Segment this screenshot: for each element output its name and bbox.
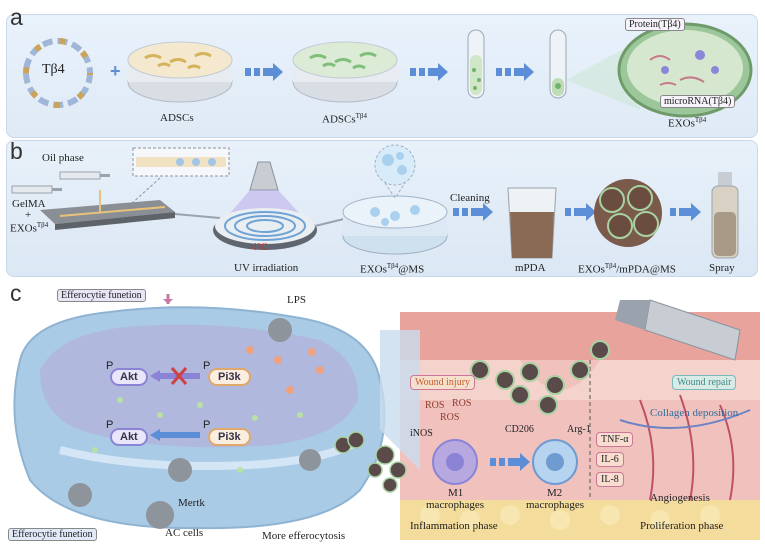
spray-bottle-icon — [711, 172, 739, 259]
tube-1 — [467, 29, 485, 99]
m1-macrophage — [432, 439, 478, 485]
pi3k-top: Pi3k — [208, 368, 251, 386]
label-exos-tb4-b: EXOsTβ4 — [10, 221, 49, 235]
label-cleaning: Cleaning — [450, 192, 490, 204]
label-ros-2: ROS — [452, 398, 472, 409]
label-p-akt-top: P — [106, 360, 114, 372]
dish-adscs-tb4 — [292, 41, 398, 103]
microfluidic-chip — [40, 190, 175, 230]
label-spray: Spray — [709, 262, 735, 274]
pi3k-bottom: Pi3k — [208, 428, 251, 446]
label-proliferation-phase: Proliferation phase — [640, 520, 724, 532]
label-m2: M2 — [547, 487, 563, 499]
cytokine-il8: IL-8 — [596, 472, 624, 487]
arrow-b2 — [565, 203, 596, 221]
label-lps: LPS — [287, 294, 306, 306]
arrow-pi3k-akt-bottom — [150, 429, 200, 441]
label-p-pi3k-bottom: P — [203, 419, 211, 431]
free-particles — [334, 431, 407, 493]
tube-2 — [549, 29, 567, 99]
label-wound-repair: Wound repair — [672, 375, 737, 390]
lps-particles — [246, 346, 324, 394]
channel-zoom — [129, 147, 230, 206]
label-collagen: Collagen deposition — [650, 407, 739, 419]
label-wound-injury: Wound injury — [410, 375, 476, 390]
cytokine-tnf: TNF-α — [596, 432, 634, 447]
plasmid-icon — [23, 38, 93, 108]
label-adscs: ADSCs — [160, 112, 194, 124]
label-mpda: mPDA — [515, 262, 546, 274]
label-ac-cells: AC cells — [165, 527, 204, 539]
dish-exos-ms — [342, 144, 448, 255]
label-m1: M1 — [448, 487, 464, 499]
cytokine-il6: IL-6 — [596, 452, 624, 467]
callout-protein: Protein(Tβ4) — [625, 18, 685, 31]
plus-sign: + — [110, 61, 121, 81]
label-exos-mpda-ms: EXOsTβ4/mPDA@MS — [578, 262, 676, 276]
sphere-cluster — [594, 179, 662, 247]
syringe-oil — [59, 171, 110, 180]
label-uv-irradiation: UV irradiation — [234, 262, 299, 274]
arrow-b3 — [670, 203, 701, 221]
dish-adscs — [127, 41, 233, 103]
arrow-zoom — [380, 330, 420, 470]
block-mark — [170, 367, 188, 385]
arrow-a3 — [496, 63, 534, 81]
arrow-a2 — [410, 63, 448, 81]
label-m1-macrophages: macrophages — [426, 499, 485, 511]
label-efferocytosis-bottom: Efferocytie funetion — [8, 528, 97, 541]
beaker-mpda — [507, 187, 557, 259]
akt-bottom: Akt — [110, 428, 148, 446]
label-inos: iNOS — [410, 428, 433, 439]
panel-a-letter: a — [10, 4, 23, 30]
label-m2-macrophages: macrophages — [526, 499, 585, 511]
plasmid-label: Tβ4 — [42, 62, 65, 77]
ac-cells — [68, 318, 321, 529]
panel-b-letter: b — [10, 138, 23, 164]
syringe-gelma — [11, 185, 62, 194]
exosome-large — [617, 22, 753, 118]
arrow-m1-m2 — [490, 453, 530, 471]
arrow-cleaning — [453, 203, 493, 221]
label-gelma: GelMA — [12, 198, 46, 210]
label-p-akt-bottom: P — [106, 419, 114, 431]
exosome-dots — [92, 397, 303, 473]
label-cd206: CD206 — [505, 424, 534, 435]
uv-plate — [213, 161, 317, 250]
label-oil-phase: Oil phase — [42, 152, 84, 164]
label-ros-3: ROS — [440, 412, 460, 423]
callout-microrna: microRNA(Tβ4) — [660, 95, 736, 108]
label-ros-1: ROS — [425, 400, 445, 411]
label-p-pi3k-top: P — [203, 360, 211, 372]
arrow-a1 — [245, 63, 283, 81]
label-mertk: Mertk — [178, 497, 205, 509]
label-temperature: 4°C — [252, 242, 268, 253]
panel-c-letter: c — [10, 280, 22, 306]
label-plus: + — [25, 209, 32, 221]
spray-nozzle-icon — [615, 299, 741, 361]
wound-particles — [470, 340, 610, 415]
label-inflammation-phase: Inflammation phase — [410, 520, 498, 532]
label-exos-tb4: EXOsTβ4 — [668, 116, 707, 130]
label-efferocytosis-top: Efferocytie funetion — [57, 289, 146, 302]
label-arg1: Arg-1 — [567, 424, 591, 435]
m2-macrophage — [532, 439, 578, 485]
label-adscs-tb4: ADSCsTβ4 — [322, 112, 367, 126]
label-angiogenesis: Angiogenesis — [650, 492, 710, 504]
label-exos-ms: EXOsTβ4@MS — [360, 262, 425, 276]
akt-top: Akt — [110, 368, 148, 386]
label-more-efferocytosis: More efferocytosis — [262, 530, 346, 542]
macrophage-cell — [13, 306, 386, 530]
